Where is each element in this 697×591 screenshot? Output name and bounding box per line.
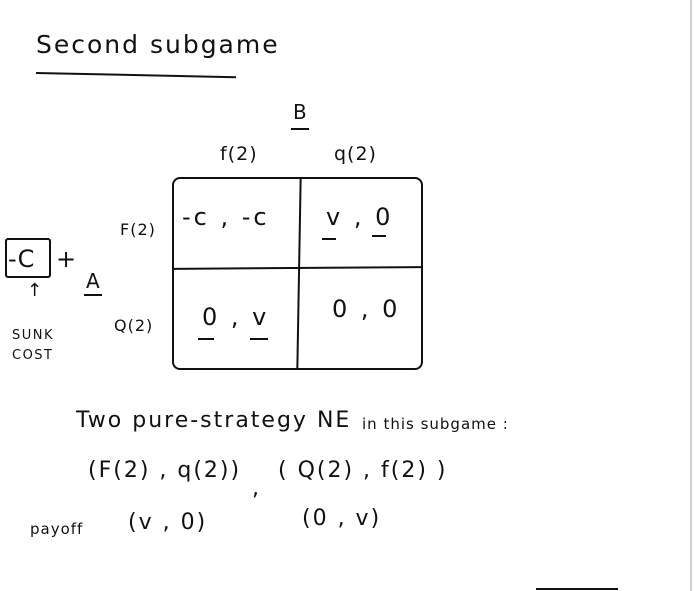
player-b-underline <box>291 128 309 130</box>
row-header-F2: F(2) <box>120 220 156 239</box>
ne-profile-1: (F(2) , q(2)) <box>88 458 242 483</box>
conclusion-heading: Two pure-strategy NE <box>76 408 352 433</box>
matrix-vertical-divider <box>296 178 302 369</box>
cell-Q2-f2: 0 , v <box>202 303 270 331</box>
payoff-label: payoff <box>30 520 84 538</box>
up-arrow-icon: ↑ <box>27 280 43 301</box>
best-response-mark <box>372 235 386 237</box>
payoff-matrix: -c , -c v , 0 0 , v 0 , 0 <box>172 177 423 370</box>
sunk-cost-label-line1: SUNK <box>12 328 55 343</box>
best-response-mark <box>198 338 214 340</box>
player-a-label: A <box>86 269 101 293</box>
bottom-rule <box>536 588 618 590</box>
ne-separator: , <box>252 476 261 501</box>
sunk-cost-label-line2: COST <box>12 348 54 363</box>
payoff-1: (v , 0) <box>128 510 208 535</box>
cell-Q2-q2: 0 , 0 <box>332 295 401 323</box>
payoff-2: (0 , v) <box>302 506 382 531</box>
sunk-cost-label: SUNK COST <box>12 326 54 366</box>
sunk-cost-box <box>5 238 51 278</box>
cell-F2-f2: -c , -c <box>182 203 270 231</box>
best-response-mark <box>250 338 268 340</box>
ne-profile-2: ( Q(2) , f(2) ) <box>278 458 448 483</box>
cell-F2-q2: v , 0 <box>326 203 394 231</box>
player-b-label: B <box>293 100 308 124</box>
row-header-Q2: Q(2) <box>114 316 154 335</box>
page-title: Second subgame <box>36 30 280 59</box>
title-underline <box>35 72 236 79</box>
player-a-underline <box>84 294 102 296</box>
column-header-q2: q(2) <box>334 143 377 165</box>
column-header-f2: f(2) <box>220 143 258 165</box>
plus-sign: + <box>56 245 77 273</box>
sunk-cost-value: -C <box>8 245 36 273</box>
conclusion-heading-suffix: in this subgame : <box>362 415 509 433</box>
best-response-mark <box>322 238 336 240</box>
page-right-edge <box>690 0 692 591</box>
